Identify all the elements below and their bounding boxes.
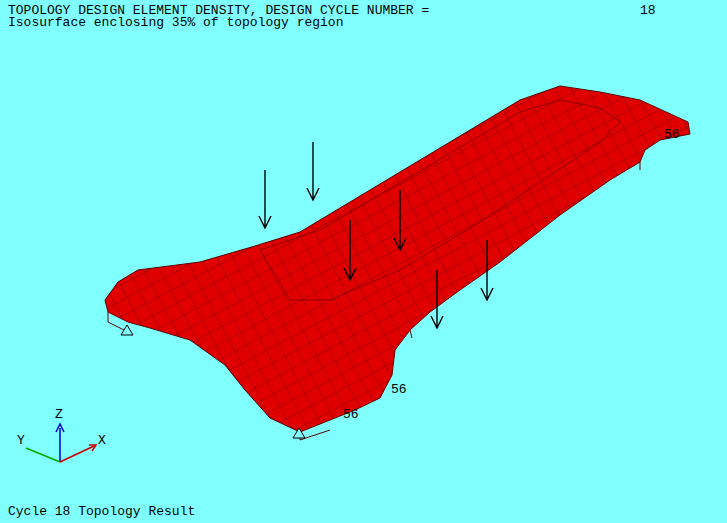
callout-number: 56	[664, 128, 680, 142]
part-body	[105, 86, 690, 432]
figure-caption: Cycle 18 Topology Result	[8, 505, 195, 519]
axis-triad	[26, 424, 96, 462]
part-edge	[108, 162, 640, 440]
callout-number: 56	[343, 408, 359, 422]
cycle-number: 18	[640, 4, 656, 18]
support-triangles	[121, 325, 305, 438]
callout-number: 56	[391, 383, 407, 397]
load-arrows	[259, 142, 493, 328]
axis-label: X	[98, 434, 106, 448]
axis-label: Y	[17, 434, 25, 448]
axis-label: Z	[55, 408, 63, 422]
subtitle-note: Isosurface enclosing 35% of topology reg…	[8, 16, 343, 30]
part-plateau	[260, 100, 620, 300]
